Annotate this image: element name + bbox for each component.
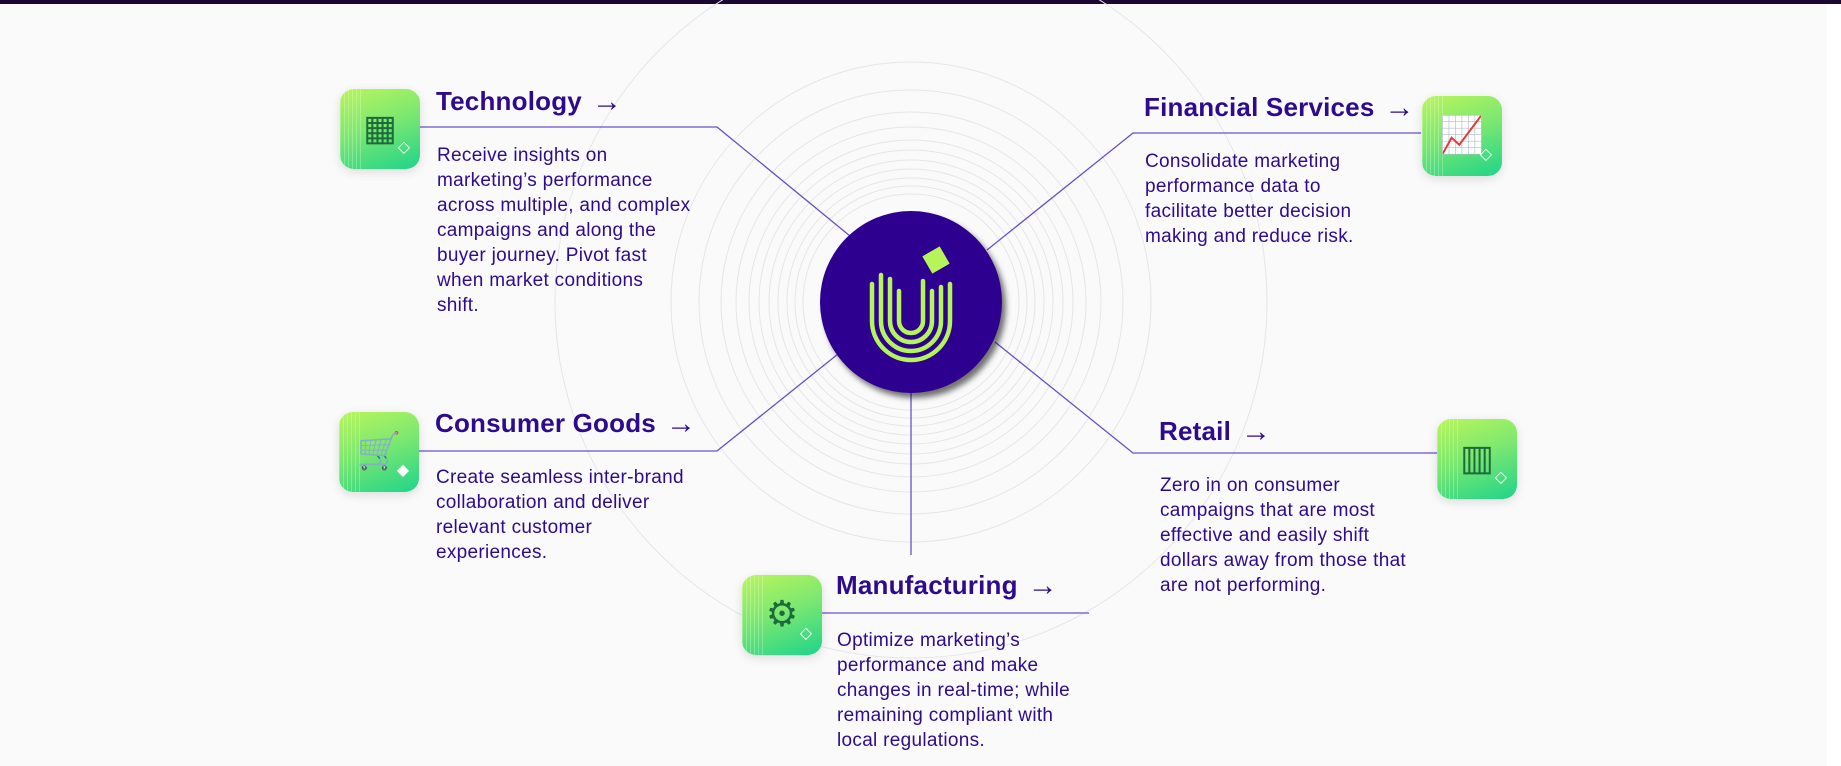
description-line: across multiple, and complex	[437, 195, 691, 216]
description-line: buyer journey. Pivot fast	[437, 245, 647, 266]
description-line: facilitate better decision	[1145, 201, 1352, 222]
top-bar	[0, 0, 1841, 4]
financial-services-description: Consolidate marketing performance data to…	[1145, 149, 1354, 249]
retail-title: Retail	[1159, 416, 1232, 446]
description-line: Zero in on consumer	[1160, 475, 1340, 496]
description-line: remaining compliant with	[837, 705, 1054, 726]
connector-technology	[420, 126, 851, 237]
description-line: when market conditions	[437, 270, 644, 291]
technology-description: Receive insights on marketing’s performan…	[437, 143, 690, 318]
arrow-right-icon: →	[1241, 414, 1272, 448]
manufacturing-image: ⚙◇	[742, 575, 822, 655]
connector-retail	[994, 341, 1437, 454]
manufacturing-link[interactable]: Manufacturing →	[836, 570, 1058, 601]
description-line: dollars away from those that	[1160, 550, 1407, 571]
manufacturing-title: Manufacturing	[836, 570, 1018, 600]
arrow-right-icon: →	[591, 84, 623, 118]
description-line: shift.	[437, 295, 479, 316]
description-line: relevant customer	[436, 517, 593, 538]
consumer-goods-title: Consumer Goods	[435, 408, 656, 438]
shopping-cart-icon: 🛒	[356, 430, 402, 471]
robot-arm-icon: ⚙	[765, 593, 799, 634]
consumer-goods-image: 🛒◆	[339, 412, 419, 492]
description-line: collaboration and deliver	[436, 492, 650, 513]
consumer-goods-description: Create seamless inter-brand collaboration…	[436, 465, 684, 565]
description-line: Receive insights on	[437, 145, 608, 166]
description-line: Consolidate marketing	[1145, 151, 1341, 172]
financial-services-image: 📈◇	[1422, 96, 1502, 176]
arrow-right-icon: →	[1384, 90, 1415, 124]
technology-image: ▦◇	[340, 89, 420, 169]
financial-services-link[interactable]: Financial Services →	[1144, 92, 1415, 123]
description-line: Optimize marketing’s	[837, 630, 1021, 651]
retail-description: Zero in on consumer campaigns that are mo…	[1160, 473, 1406, 598]
retail-image: ▥◇	[1437, 419, 1517, 499]
consumer-goods-link[interactable]: Consumer Goods →	[435, 408, 696, 439]
connector-consumer	[419, 353, 839, 452]
description-line: campaigns and along the	[437, 220, 657, 241]
analyst-chart-icon: 📈	[1439, 114, 1485, 155]
technology-title: Technology	[436, 86, 582, 116]
technology-link[interactable]: Technology →	[436, 86, 622, 117]
retail-link[interactable]: Retail →	[1159, 416, 1271, 447]
u-logo-icon	[869, 246, 953, 363]
description-line: performance and make	[837, 655, 1039, 676]
arrow-right-icon: →	[665, 406, 697, 440]
description-line: experiences.	[436, 542, 548, 563]
description-line: local regulations.	[837, 730, 985, 751]
arrow-right-icon: →	[1027, 568, 1058, 602]
description-line: changes in real-time; while	[837, 680, 1071, 701]
financial-services-title: Financial Services	[1144, 92, 1375, 122]
description-line: effective and easily shift	[1160, 525, 1370, 546]
pos-terminal-icon: ▥	[1459, 437, 1494, 478]
scrollbar-track[interactable]	[1827, 4, 1841, 766]
cpu-chip-icon: ▦	[362, 107, 397, 148]
description-line: making and reduce risk.	[1145, 226, 1354, 247]
description-line: are not performing.	[1160, 575, 1327, 596]
description-line: marketing’s performance	[437, 170, 653, 191]
manufacturing-description: Optimize marketing’s performance and make…	[837, 628, 1070, 753]
description-line: performance data to	[1145, 176, 1321, 197]
description-line: Create seamless inter-brand	[436, 467, 684, 488]
connector-financial	[986, 132, 1421, 251]
hub-logo-circle	[820, 211, 1002, 393]
description-line: campaigns that are most	[1160, 500, 1375, 521]
